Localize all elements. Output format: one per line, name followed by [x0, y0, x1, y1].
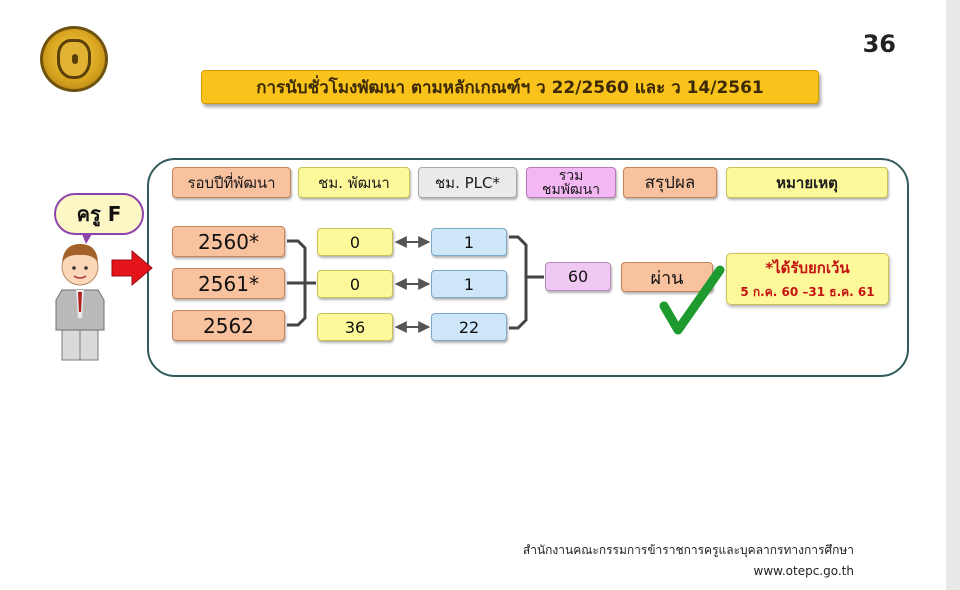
- header-round-year: รอบปีที่พัฒนา: [172, 167, 291, 198]
- plc-hours-cell: 22: [431, 313, 507, 341]
- footer-organization: สำนักงานคณะกรรมการข้าราชการครูและบุคลากร…: [522, 543, 854, 557]
- remark-note-main: *ได้รับยกเว้น: [765, 259, 850, 277]
- header-total-hours: รวม ชมพัฒนา: [526, 167, 616, 198]
- page-number: 36: [862, 30, 896, 58]
- result-cell: ผ่าน: [621, 262, 713, 292]
- header-remark: หมายเหตุ: [726, 167, 888, 198]
- checkmark-icon: [659, 265, 725, 335]
- seal-logo: [40, 26, 108, 92]
- year-cell-2562: 2562: [172, 310, 285, 341]
- remark-note-sub: 5 ก.ค. 60 –31 ธ.ค. 61: [740, 285, 875, 299]
- header-plc-hours: ชม. PLC*: [418, 167, 517, 198]
- year-cell-2561: 2561*: [172, 268, 285, 299]
- dev-hours-cell: 0: [317, 228, 393, 256]
- dev-hours-cell: 0: [317, 270, 393, 298]
- bubble-tail: [82, 234, 92, 244]
- header-result: สรุปผล: [623, 167, 717, 198]
- plc-hours-cell: 1: [431, 228, 507, 256]
- red-arrow-icon: [111, 249, 153, 287]
- header-dev-hours: ชม. พัฒนา: [298, 167, 410, 198]
- page-title: การนับชั่วโมงพัฒนา ตามหลักเกณฑ์ฯ ว 22/25…: [201, 70, 819, 104]
- total-hours-cell: 60: [545, 262, 611, 291]
- year-bracket: [287, 239, 316, 327]
- plc-bracket: [509, 235, 544, 330]
- footer-url[interactable]: www.otepc.go.th: [753, 564, 855, 578]
- teacher-label-bubble: ครู F: [54, 193, 144, 235]
- teacher-figure: [55, 244, 105, 361]
- plc-hours-cell: 1: [431, 270, 507, 298]
- year-cell-2560: 2560*: [172, 226, 285, 257]
- remark-note: *ได้รับยกเว้น 5 ก.ค. 60 –31 ธ.ค. 61: [726, 253, 889, 305]
- dev-hours-cell: 36: [317, 313, 393, 341]
